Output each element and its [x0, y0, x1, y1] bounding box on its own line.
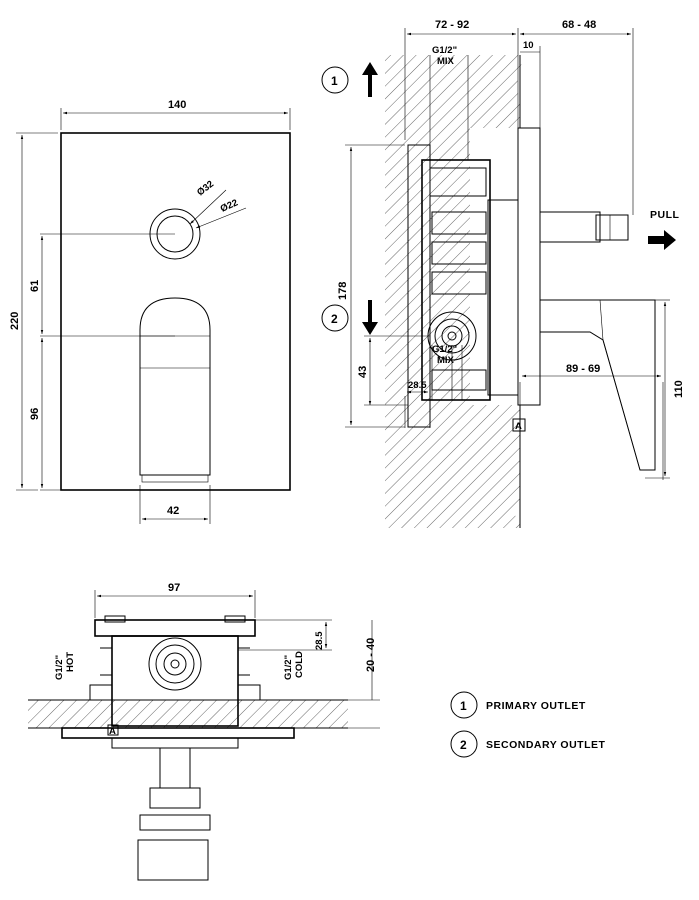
dim-body-height: 178 [337, 282, 349, 300]
side-view: A 72 - 92 68 - 48 10 G1/2" MIX 178 43 11… [321, 19, 685, 528]
conn-bottom-sub: MIX [437, 355, 455, 366]
dim-top-small: 28.5 [314, 631, 325, 650]
arrow-up-icon [362, 62, 378, 97]
dim-offset: 10 [523, 40, 534, 51]
conn-right-sub: COLD [294, 651, 305, 678]
legend-label-1: PRIMARY OUTLET [486, 700, 586, 712]
outlet1-marker [321, 66, 349, 94]
dim-top-width: 97 [168, 582, 180, 594]
pull-label: PULL [650, 209, 680, 221]
dim-wall-depth: 72 - 92 [435, 19, 469, 31]
dim-projection: 68 - 48 [562, 19, 596, 31]
arrow-down-icon [362, 300, 378, 335]
housing-flange [407, 144, 431, 428]
conn-top-label: G1/2" [432, 45, 457, 56]
dim-handle-height: 110 [673, 380, 685, 398]
conn-right-label: G1/2" [283, 655, 294, 680]
legend-marker-1 [450, 691, 478, 719]
valve-body [421, 159, 491, 401]
dim-height: 220 [9, 312, 21, 330]
dim-wall-range: 20 - 40 [365, 638, 377, 672]
legend-label-2: SECONDARY OUTLET [486, 739, 606, 751]
dim-depth-bottom: 89 - 69 [566, 363, 600, 375]
front-view: Ø32 Ø22 140 220 61 96 42 [9, 99, 291, 524]
pull-arrow-icon [648, 230, 676, 250]
outlet2-marker [321, 304, 349, 332]
top-cover-plate [61, 727, 295, 739]
lever-handle [139, 297, 211, 476]
cover-plate [60, 132, 291, 491]
conn-left-sub: HOT [65, 652, 76, 672]
legend-num-1: 1 [460, 699, 467, 713]
dim-outlet-height: 43 [357, 366, 369, 378]
dia-inner-label: Ø22 [219, 197, 240, 214]
legend-marker-2 [450, 730, 478, 758]
wall-section [385, 55, 522, 528]
wall-plate [517, 127, 541, 406]
outlet2-num: 2 [331, 312, 338, 326]
side-lever [539, 299, 656, 471]
pull-knob [539, 211, 601, 243]
dim-width: 140 [168, 99, 186, 111]
legend: 1 PRIMARY OUTLET 2 SECONDARY OUTLET [450, 691, 606, 758]
top-valve-body [111, 635, 239, 727]
conn-left-label: G1/2" [54, 655, 65, 680]
top-view: A 97 G1/2" HOT G1/2" COLD 28.5 20 - 40 [28, 582, 380, 881]
conn-top-sub: MIX [437, 56, 455, 67]
dim-upper: 61 [29, 280, 41, 292]
outlet1-num: 1 [331, 74, 338, 88]
side-marker-a: A [515, 421, 522, 432]
conn-bottom-label: G1/2" [432, 344, 457, 355]
dia-outer-label: Ø32 [195, 179, 216, 199]
top-marker-a: A [109, 726, 116, 737]
dim-min-depth: 28.5 [408, 380, 427, 391]
dim-handle-width: 42 [167, 505, 179, 517]
legend-num-2: 2 [460, 738, 467, 752]
top-lever [137, 839, 209, 881]
top-wall-section [28, 700, 348, 728]
dim-lower: 96 [29, 408, 41, 420]
